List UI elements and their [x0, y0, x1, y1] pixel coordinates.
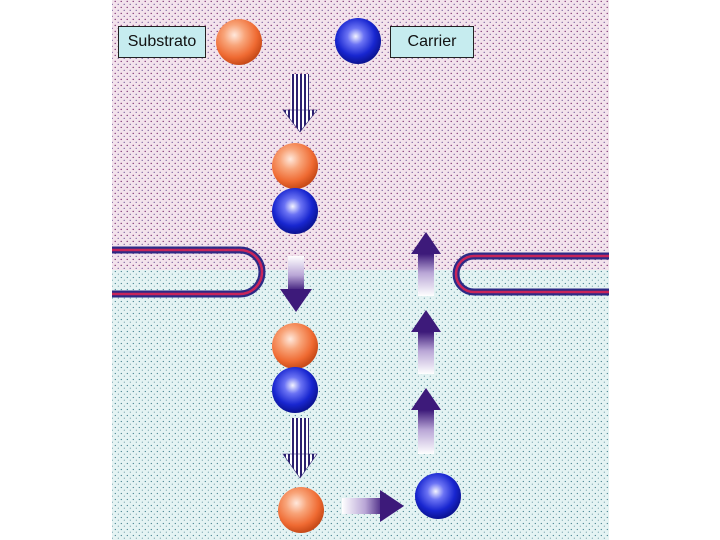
- gradient-arrow-icon: [411, 310, 441, 374]
- intracellular-region: [112, 270, 609, 540]
- striped-arrow-icon: [282, 418, 318, 479]
- membrane-right: [452, 252, 609, 296]
- gradient-arrow-icon: [342, 490, 404, 522]
- striped-arrow-icon: [282, 74, 318, 133]
- carrier-ball-icon: [272, 188, 318, 234]
- carrier-label: Carrier: [390, 26, 474, 58]
- membrane-left: [112, 246, 266, 298]
- carrier-ball-icon: [335, 18, 381, 64]
- carrier-ball-icon: [415, 473, 461, 519]
- substrate-ball-icon: [272, 143, 318, 189]
- substrate-ball-icon: [272, 323, 318, 369]
- gradient-arrow-icon: [411, 232, 441, 296]
- carrier-ball-icon: [272, 367, 318, 413]
- substrate-ball-icon: [278, 487, 324, 533]
- gradient-arrow-icon: [411, 388, 441, 454]
- substrate-ball-icon: [216, 19, 262, 65]
- substrate-label: Substrato: [118, 26, 206, 58]
- gradient-arrow-icon: [280, 256, 312, 312]
